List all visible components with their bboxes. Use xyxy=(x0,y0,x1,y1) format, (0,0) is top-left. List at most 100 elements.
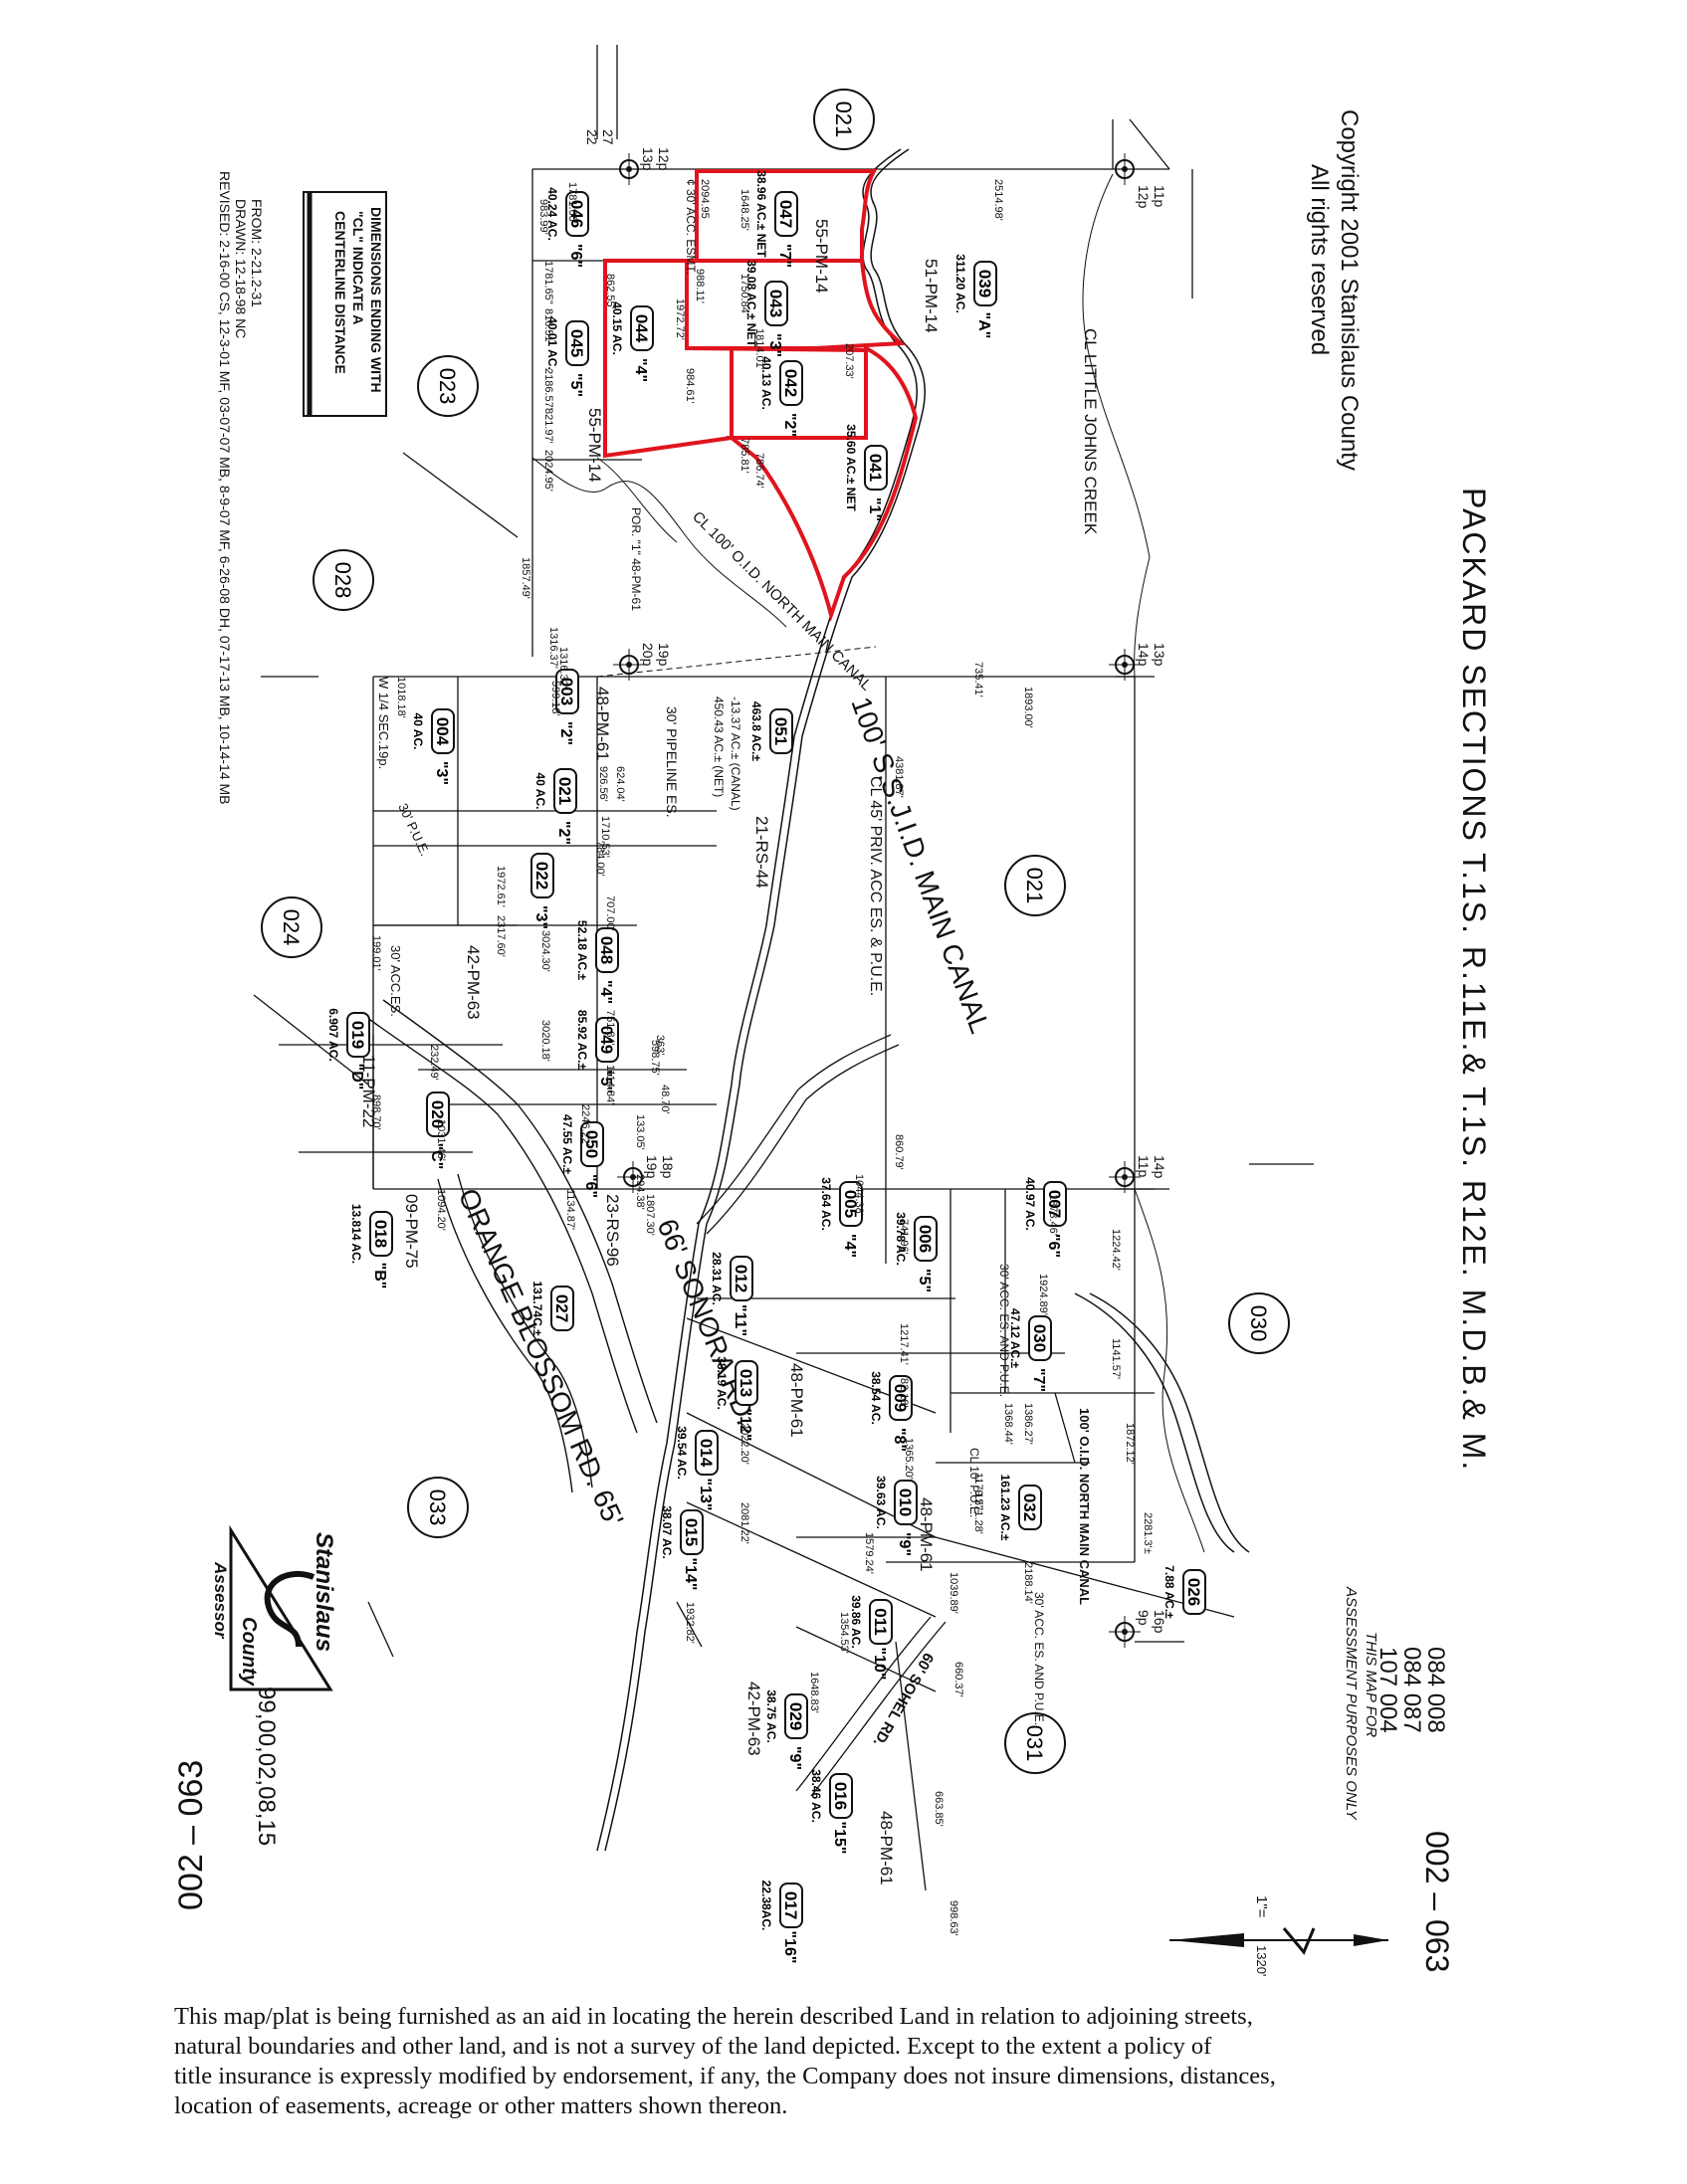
dimension-label: 741.96' xyxy=(898,1219,910,1255)
dimension-label: 1039.89' xyxy=(948,1572,959,1614)
dimension-label: 1873.46' xyxy=(1047,1194,1059,1236)
parcel-number: 041 xyxy=(866,454,885,482)
svg-text:084 087: 084 087 xyxy=(1398,1647,1425,1733)
diagonal-canal-east xyxy=(696,1034,900,1235)
main-canal-ssjid xyxy=(596,148,926,1852)
parcel-048: 048"4"52.18 AC.± xyxy=(575,920,619,1004)
svg-text:450.43 AC.± (NET): 450.43 AC.± (NET) xyxy=(712,696,726,797)
parcel-lot-label: "5" xyxy=(567,373,584,397)
map-number-list: 084 008 084 087 107 004 xyxy=(1374,1647,1449,1733)
parcel-number-box xyxy=(695,1430,719,1476)
parcel-lot-label: "15" xyxy=(831,1822,848,1855)
parcel-number-box xyxy=(555,669,579,714)
dimension-label: 862.55' xyxy=(604,274,616,309)
parcel-number: 044 xyxy=(632,314,651,343)
oid-north-canal-west xyxy=(531,457,787,628)
parcel-007: 007"6"40.97 AC. xyxy=(1023,1177,1067,1258)
parcel-009: 009"8"38.54 AC. xyxy=(869,1371,913,1452)
parcel-number-box xyxy=(730,1256,753,1301)
svg-text:20p: 20p xyxy=(640,643,656,667)
svg-text:031: 031 xyxy=(1022,1725,1047,1762)
parcel-number: 004 xyxy=(433,717,452,746)
dimension-label: 998.63' xyxy=(948,1900,959,1936)
parcel-051: 051 463.8 AC.± xyxy=(749,701,793,762)
parcel-number-box xyxy=(779,1883,803,1928)
section-corner: 20p 19p xyxy=(613,643,672,681)
svg-text:48-PM-61: 48-PM-61 xyxy=(917,1497,936,1572)
svg-text:21-RS-44: 21-RS-44 xyxy=(752,816,771,889)
adjacent-page-circle: 030 xyxy=(1228,1292,1290,1354)
adjacent-page-circle: 021 xyxy=(813,89,875,150)
parcel-011: 011"10"39.86 AC. xyxy=(849,1595,893,1680)
parcel-number-box xyxy=(735,1360,758,1406)
parcel-number: 022 xyxy=(532,862,551,890)
dimension-label: 1893.00' xyxy=(1022,687,1034,728)
parcel-number-box xyxy=(530,853,554,898)
dimension-label: 2186.57' xyxy=(542,368,554,410)
map-title: PACKARD SECTIONS T.1S. R.11E.& T.1S. R12… xyxy=(1456,488,1492,1472)
parcel-number: 043 xyxy=(766,290,785,317)
svg-text:084 008: 084 008 xyxy=(1422,1647,1449,1733)
svg-text:028: 028 xyxy=(330,562,355,599)
parcel-003: 003"2" xyxy=(555,669,579,745)
parcel-number: 042 xyxy=(781,369,800,397)
svg-text:All rights reserved: All rights reserved xyxy=(1306,164,1333,355)
parcel-number-box xyxy=(889,1375,913,1421)
svg-text:12p: 12p xyxy=(656,147,672,171)
parcel-lot-label: "3" xyxy=(532,905,549,929)
parcel-044: 044"4"40.15 AC. xyxy=(610,301,654,382)
assessor-logo: Stanislaus County Assessor xyxy=(211,1524,337,1691)
svg-text:Stanislaus: Stanislaus xyxy=(311,1532,337,1652)
dimension-label: 232.49' xyxy=(428,1045,440,1081)
parcel-number-box xyxy=(595,927,619,973)
dimension-label: 1141.57' xyxy=(1110,1338,1122,1379)
svg-text:POR. "1" 48-PM-61: POR. "1" 48-PM-61 xyxy=(629,507,643,611)
parcel-acreage: 40.13 AC. xyxy=(759,356,773,410)
dimension-label: 624.04' xyxy=(614,766,626,802)
svg-text:55-PM-14: 55-PM-14 xyxy=(585,408,604,483)
svg-text:1"=: 1"= xyxy=(1253,1895,1270,1918)
dimension-label: 1316.37' xyxy=(547,627,559,669)
svg-text:"CL" INDICATE A: "CL" INDICATE A xyxy=(350,211,366,324)
parcel-acreage: 40.24 AC. xyxy=(545,187,559,241)
parcel-number-box xyxy=(595,1017,619,1063)
svg-text:CENTERLINE DISTANCE: CENTERLINE DISTANCE xyxy=(332,211,348,374)
svg-text:30' ACC.ES.: 30' ACC.ES. xyxy=(388,945,403,1017)
dimension-label: 1872.12' xyxy=(1124,1423,1136,1465)
parcel-022: 022 "3" xyxy=(530,853,554,929)
svg-text:CL LITTLE JOHNS CREEK: CL LITTLE JOHNS CREEK xyxy=(1081,328,1100,535)
parcel-number-box xyxy=(369,1211,393,1257)
history-block: FROM: 2-21.2-31 DRAWN: 12-18-98 NC REVIS… xyxy=(217,171,265,805)
svg-text:W 1/4 SEC.19p.: W 1/4 SEC.19p. xyxy=(376,677,391,769)
svg-text:REVISED: 2-16-00 CS, 12-3-01 M: REVISED: 2-16-00 CS, 12-3-01 MF, 03-07-0… xyxy=(217,171,233,805)
section-corner: 12p 11p xyxy=(1109,153,1167,209)
parcel-number: 045 xyxy=(567,329,586,357)
dimension-label: 984.61' xyxy=(684,368,696,404)
parcel-number-box xyxy=(580,1121,604,1167)
svg-text:-13.37 AC.± (CANAL): -13.37 AC.± (CANAL) xyxy=(729,696,742,811)
svg-text:021: 021 xyxy=(831,101,856,138)
parcel-acreage: 38.96 AC.± NET xyxy=(754,170,768,258)
dimension-label: 1354.53' xyxy=(838,1612,850,1654)
parcel-acreage: 40 AC. xyxy=(411,713,425,750)
dimension-label: 4381.87' xyxy=(893,756,905,798)
parcel-lot-label: "2" xyxy=(557,721,574,745)
parcel-acreage: 463.8 AC.± xyxy=(749,701,763,762)
copyright-block: Copyright 2001 Stanislaus County All rig… xyxy=(1306,109,1363,471)
parcel-number: 012 xyxy=(732,1265,750,1292)
parcel-acreage: 22.38AC. xyxy=(759,1881,773,1931)
parcel-lot-label: "14" xyxy=(682,1558,699,1591)
parcel-number: 030 xyxy=(1030,1324,1049,1352)
parcel-acreage: 38.07 AC. xyxy=(660,1505,674,1559)
sonora-road xyxy=(362,999,658,1434)
parcel-number: 039 xyxy=(975,270,994,298)
svg-text:ASSESSMENT PURPOSES ONLY: ASSESSMENT PURPOSES ONLY xyxy=(1343,1586,1360,1821)
orange-blossom-road xyxy=(437,1173,593,1493)
parcel-lot-label: "2" xyxy=(781,413,798,437)
parcel-lot-label: "11" xyxy=(732,1304,748,1336)
svg-text:CL 10' P.U.E.: CL 10' P.U.E. xyxy=(967,1448,981,1517)
parcel-acreage: 39.63 AC. xyxy=(874,1476,888,1529)
parcel-number-box xyxy=(431,708,455,754)
parcel-number: 051 xyxy=(771,717,790,745)
